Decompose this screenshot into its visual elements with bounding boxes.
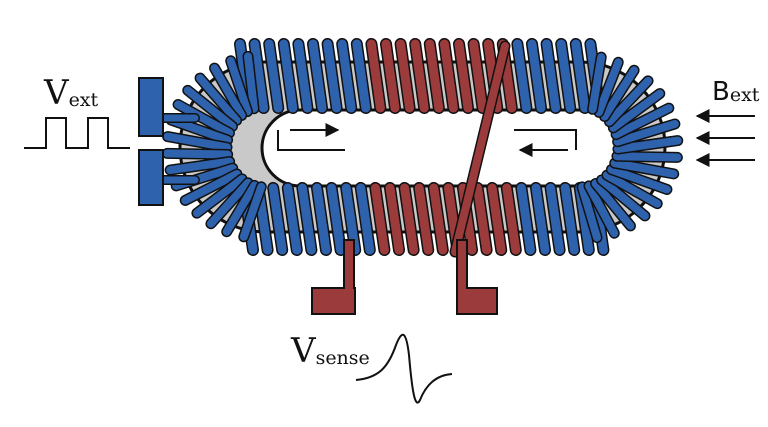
v-sense-label: Vsense (290, 331, 370, 371)
excitation-pad-top (139, 78, 163, 136)
external-field-arrows (697, 116, 755, 160)
sense-pulse-signal (356, 335, 452, 403)
v-ext-label: Vext (43, 73, 99, 113)
excitation-pad-bottom (139, 150, 163, 205)
excitation-coil-turn (617, 156, 677, 157)
b-ext-label: Bext (712, 77, 760, 107)
core-opening (262, 110, 618, 186)
sense-pad-left (312, 240, 355, 314)
excitation-coil-turn (167, 153, 227, 154)
square-wave-signal (24, 118, 130, 148)
